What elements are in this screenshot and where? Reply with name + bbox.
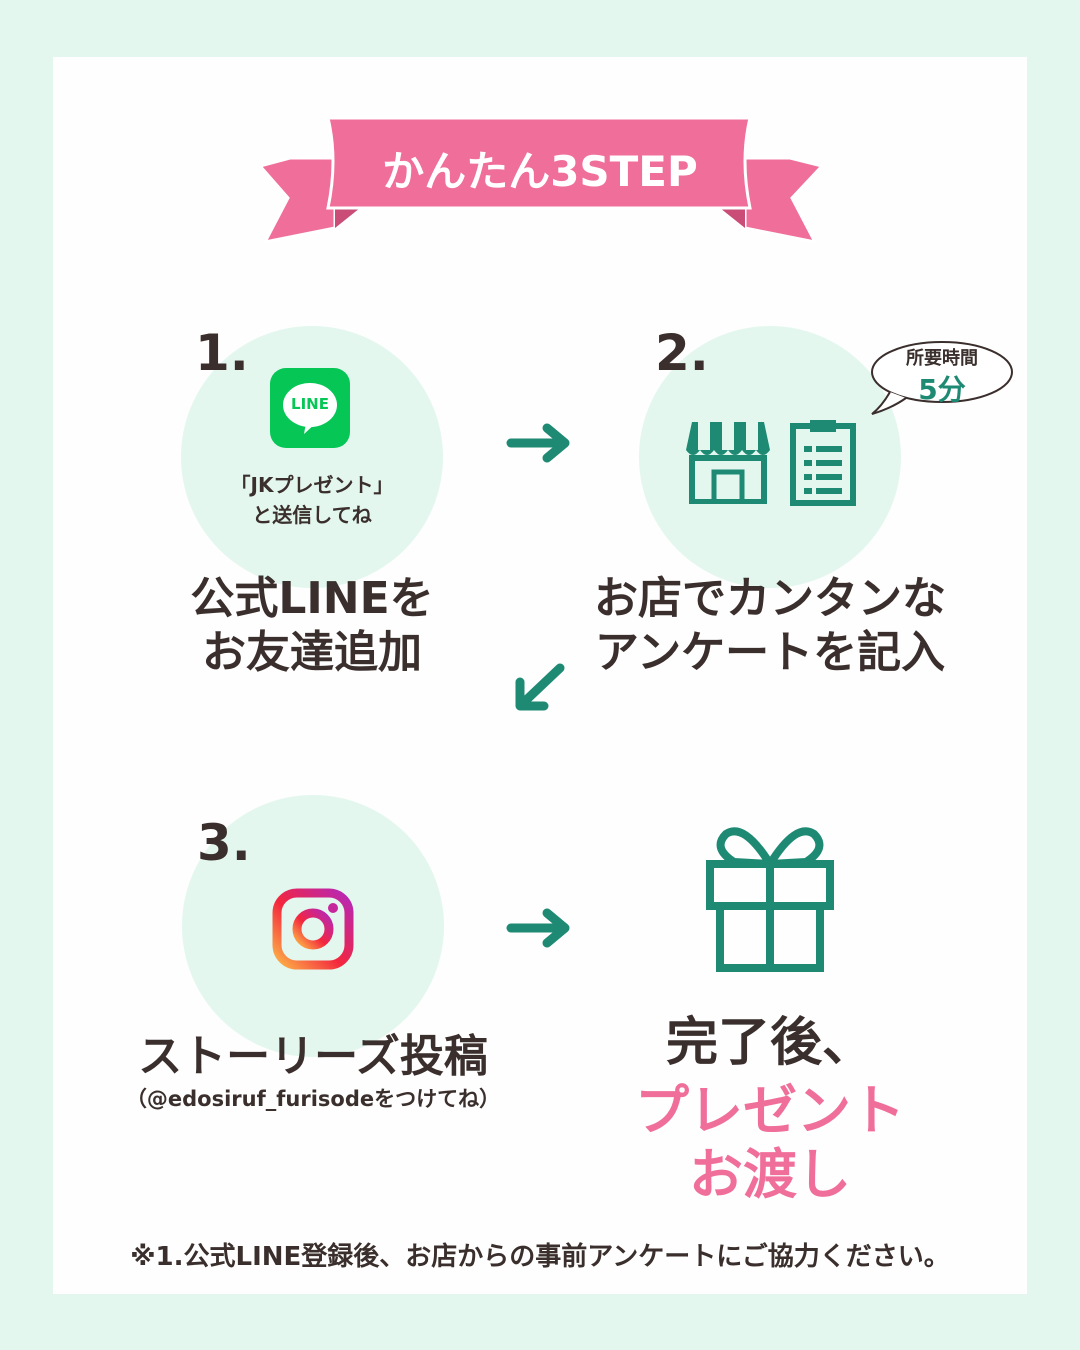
- line-icon-label: LINE: [291, 395, 329, 413]
- step2-number: 2.: [655, 324, 709, 382]
- ribbon-left-fold: [335, 208, 360, 228]
- step1-number: 1.: [195, 324, 249, 382]
- step1-note-line1: 「JKプレゼント」: [230, 473, 394, 497]
- line-app-icon[interactable]: LINE: [270, 368, 350, 448]
- time-value: 5分: [918, 373, 966, 406]
- final-line1: 完了後、: [665, 1013, 874, 1073]
- step3-note: （@edosiruf_furisodeをつけてね）: [125, 1087, 501, 1111]
- arrow-right-icon-2: [506, 908, 570, 948]
- ribbon-left-tail: [257, 156, 337, 245]
- step2-title-line1: お店でカンタンな: [594, 573, 946, 624]
- step3-title: ストーリーズ投稿: [138, 1031, 488, 1082]
- ribbon-main: [326, 116, 752, 210]
- step1-title-line2: お友達追加: [202, 627, 422, 678]
- instagram-icon[interactable]: [272, 888, 354, 970]
- arrow-down-left-icon: [515, 663, 565, 711]
- step3-number: 3.: [197, 814, 251, 872]
- arrow-right-icon: [506, 423, 570, 463]
- ribbon-right-tail: [743, 156, 825, 245]
- time-speech-bubble: [871, 341, 1013, 415]
- store-icon: [686, 422, 770, 504]
- step2-circle: [639, 326, 901, 588]
- step2-title-line2: アンケートを記入: [594, 627, 946, 678]
- step1-title-line1: 公式LINEを: [190, 573, 434, 624]
- final-line2: プレゼント: [635, 1079, 905, 1142]
- footer-note: ※1.公式LINE登録後、お店からの事前アンケートにご協力ください。: [130, 1242, 950, 1272]
- step3-circle: [182, 795, 444, 1057]
- gift-icon: [706, 827, 834, 972]
- step1-note-line2: と送信してね: [252, 503, 372, 527]
- line-bubble-icon: [283, 383, 337, 434]
- content-card: [53, 57, 1027, 1294]
- banner-title: かんたん3STEP: [382, 147, 698, 196]
- ribbon-right-fold: [720, 208, 745, 228]
- ribbon-banner: [257, 116, 825, 245]
- clipboard-icon: [790, 420, 856, 506]
- time-label: 所要時間: [906, 348, 978, 369]
- final-line3: お渡し: [689, 1143, 851, 1206]
